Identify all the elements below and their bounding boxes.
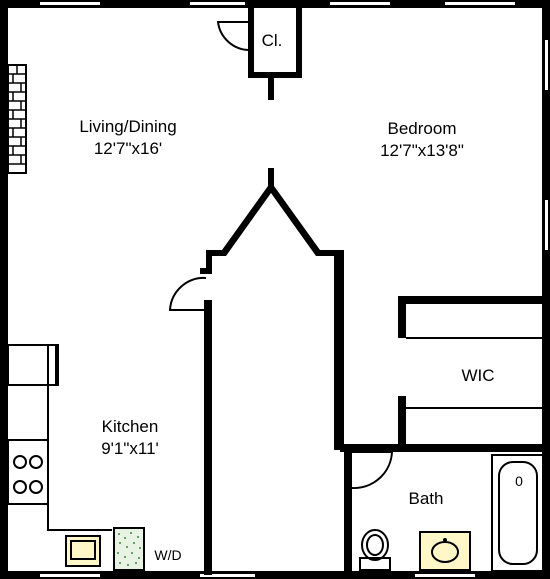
bedroom-size: 12'7"x13'8"	[380, 141, 464, 160]
bedroom-name: Bedroom	[387, 119, 457, 138]
living-room-name: Living/Dining	[79, 117, 177, 136]
wic-label: WIC	[461, 366, 495, 385]
top-windows	[40, 2, 515, 5]
closet-label: Cl.	[261, 31, 283, 50]
kitchen-counters	[7, 344, 112, 531]
wic-walls	[398, 296, 544, 452]
kitchen-name: Kitchen	[101, 417, 159, 436]
bath-label: Bath	[408, 489, 444, 508]
brick-wall-feature	[7, 64, 27, 174]
toilet	[359, 529, 391, 571]
kitchen-sink	[65, 535, 101, 567]
bath-sink	[419, 531, 471, 571]
closet-walls	[216, 8, 302, 100]
bedroom-label: Bedroom 12'7"x13'8"	[362, 118, 482, 162]
kitchen-label: Kitchen 9'1"x11'	[80, 416, 180, 460]
stove	[7, 439, 49, 505]
bathtub	[491, 454, 545, 572]
washer-dryer	[113, 527, 145, 571]
living-room-label: Living/Dining 12'7"x16'	[68, 116, 188, 160]
tub-drain-label: 0	[515, 473, 523, 489]
kitchen-size: 9'1"x11'	[101, 439, 159, 458]
washer-dryer-label: W/D	[154, 547, 182, 563]
bottom-windows	[40, 574, 475, 577]
right-windows	[545, 40, 548, 250]
living-room-size: 12'7"x16'	[93, 139, 163, 158]
bath-walls	[340, 444, 400, 576]
central-divider-wall	[168, 168, 344, 575]
